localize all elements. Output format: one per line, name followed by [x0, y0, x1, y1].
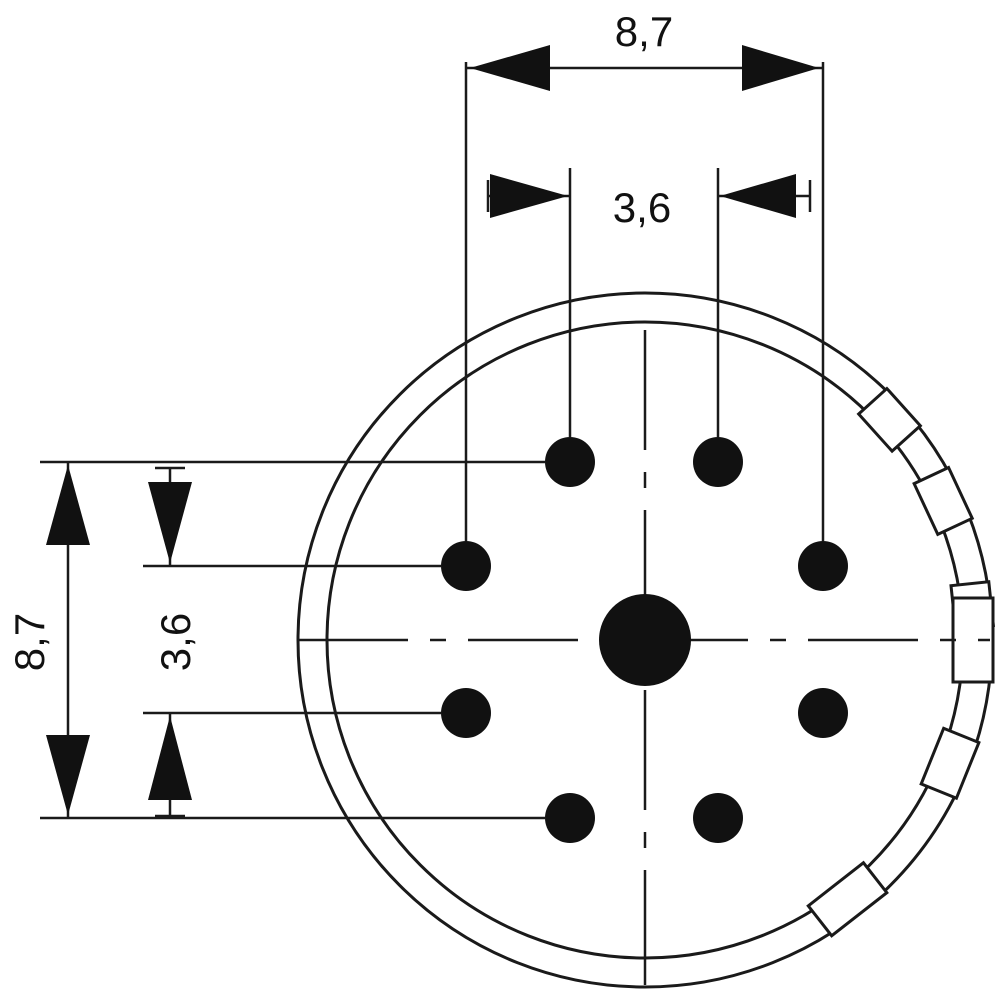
dimension-top-inner: 3,6	[486, 174, 812, 231]
dimension-label-top-outer: 8,7	[615, 8, 673, 55]
arrowhead	[742, 45, 819, 91]
pin-bottom-left	[545, 793, 595, 843]
pin-bottom-right	[693, 793, 743, 843]
arrowhead	[148, 482, 192, 563]
keying-notch	[912, 465, 975, 537]
arrowhead	[720, 174, 796, 218]
dimension-label-left-inner: 3,6	[152, 613, 199, 671]
pin-center	[599, 594, 691, 686]
pin-upper-right	[798, 541, 848, 591]
dimension-top-outer: 8,7	[466, 8, 823, 91]
arrowhead	[490, 174, 568, 218]
pin-top-left	[545, 437, 595, 487]
arrowhead	[148, 716, 192, 800]
dimension-label-left-outer: 8,7	[6, 613, 53, 671]
arrowhead	[46, 735, 90, 815]
pin-lower-left	[441, 688, 491, 738]
arrowhead	[46, 465, 90, 545]
keying-notches	[806, 386, 996, 938]
dimension-label-top-inner: 3,6	[613, 184, 671, 231]
dimension-left-outer: 8,7	[6, 462, 90, 818]
keying-notch	[919, 726, 981, 801]
pin-upper-left	[441, 541, 491, 591]
keying-notch	[806, 860, 889, 938]
pins	[441, 437, 848, 843]
keying-notch	[856, 386, 923, 454]
arrowhead	[470, 45, 550, 91]
pin-top-right	[693, 437, 743, 487]
dimension-left-inner: 3,6	[148, 466, 199, 818]
pin-lower-right	[798, 688, 848, 738]
extension-lines	[40, 62, 825, 820]
